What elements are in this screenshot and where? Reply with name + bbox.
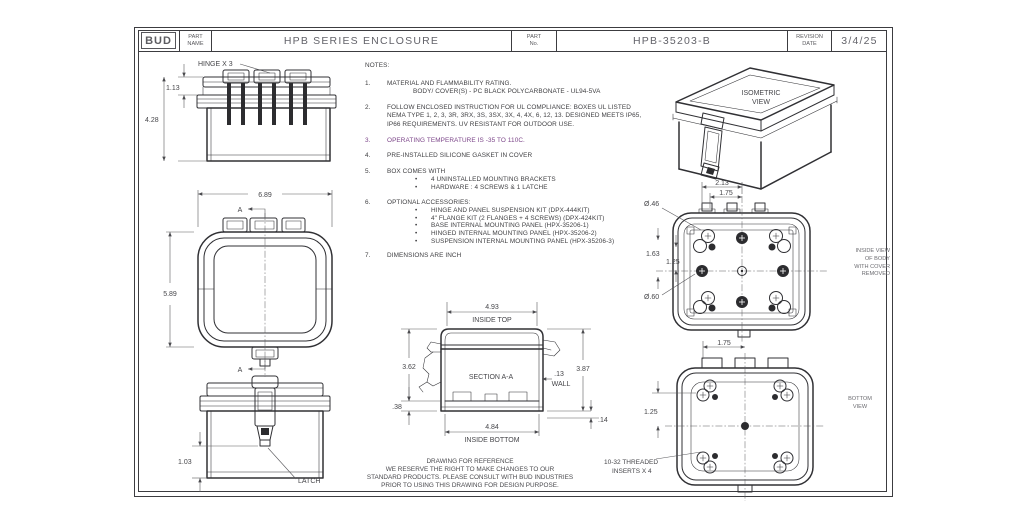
front-view: 1.03 LATCH	[178, 375, 331, 492]
plan-view-dimensions: 6.89 5.89	[163, 190, 333, 348]
dim-hole: Ø.60	[644, 294, 659, 301]
hinge-3	[284, 69, 312, 125]
isometric-view: ISOMETRIC VIEW	[672, 67, 838, 190]
section-body	[440, 328, 544, 412]
sheet-border-inner	[138, 30, 887, 492]
insert-label-line1: 10-32 THREADED	[604, 459, 658, 466]
dim-width: 6.89	[258, 192, 272, 199]
dim-right-depth: 3.87	[576, 366, 590, 373]
front-view-body	[199, 382, 331, 479]
dim-w2: 1.75	[719, 190, 733, 197]
note-6: 6. OPTIONAL ACCESSORIES: •HINGE AND PANE…	[365, 198, 615, 245]
hinge-1	[222, 69, 250, 125]
dim-latch: 1.03	[178, 459, 192, 466]
section-letter-top: A	[238, 207, 243, 214]
dim-bottom-h: 1.25	[644, 409, 658, 416]
wall-label: WALL	[552, 381, 571, 388]
back-view-dimensions: 1.13 4.28	[145, 64, 207, 162]
part-no-value: HPB-35203-B	[557, 30, 788, 51]
section-bracket	[542, 339, 561, 357]
inside-view-dimensions: 2.13 1.75 Ø.46 1.63 1.25 Ø.60	[644, 180, 743, 301]
hinge-2	[253, 69, 281, 125]
part-name-value: HPB SERIES ENCLOSURE	[212, 30, 512, 51]
plan-view: A A 6.89 5.89	[163, 190, 333, 377]
inside-top-label: INSIDE TOP	[472, 317, 512, 324]
dim-foot: .14	[598, 417, 608, 424]
note-2: 2. FOLLOW ENCLOSED INSTRUCTION FOR UL CO…	[365, 103, 642, 128]
bottom-view-dimensions: 1.75 1.25 10-32 THREADED INSERTS X 4	[604, 340, 745, 475]
dim-inside-top: 4.93	[485, 304, 499, 311]
section-latch	[418, 341, 442, 393]
revision-date-value: 3/4/25	[841, 34, 878, 47]
dim-base: .38	[392, 404, 402, 411]
dim-w1: 2.13	[715, 180, 729, 187]
isometric-label-line1: ISOMETRIC	[742, 90, 781, 97]
notes-heading: NOTES:	[365, 62, 390, 69]
dim-depth: 5.89	[163, 291, 177, 298]
bottom-view: 1.75 1.25 10-32 THREADED INSERTS X 4	[604, 340, 825, 501]
title-block: BUD PART NAME HPB SERIES ENCLOSURE PART …	[138, 30, 887, 52]
back-view-body	[196, 76, 337, 162]
mounting-bosses	[693, 229, 791, 314]
logo-cell: BUD	[138, 30, 180, 51]
bud-logo: BUD	[141, 32, 176, 49]
section-letter-bottom: A	[238, 367, 243, 374]
section-cut-line: A A	[238, 207, 266, 374]
isometric-label-line2: VIEW	[752, 99, 770, 106]
isometric-latch	[700, 112, 725, 180]
bud-logo-text: BUD	[145, 34, 172, 47]
note-3: 3. OPERATING TEMPERATURE IS -35 TO 110C.	[365, 136, 525, 144]
note-5: 5. BOX COMES WITH •4 UNINSTALLED MOUNTIN…	[365, 167, 556, 191]
hinge-label: HINGE X 3	[198, 61, 233, 68]
latch-label: LATCH	[298, 478, 320, 485]
front-view-dimensions: 1.03 LATCH	[178, 432, 320, 492]
sheet-border-outer	[134, 27, 893, 497]
bullet-icon: •	[415, 176, 418, 184]
dim-lid-height: 1.13	[166, 85, 180, 92]
isometric-body	[672, 67, 838, 190]
disclaimer: DRAWING FOR REFERENCE WE RESERVE THE RIG…	[366, 458, 574, 489]
inside-view: 2.13 1.75 Ø.46 1.63 1.25 Ø.60	[644, 180, 828, 343]
dim-h1: 1.63	[646, 251, 660, 258]
bullet-icon: •	[415, 207, 418, 215]
bottom-view-caption: BOTTOM VIEW	[848, 396, 872, 410]
latch	[251, 375, 279, 447]
bullet-icon: •	[415, 183, 418, 191]
hinge-leader-line	[239, 63, 271, 74]
note-4: 4. PRE-INSTALLED SILICONE GASKET IN COVE…	[365, 152, 533, 160]
note-7: 7. DIMENSIONS ARE INCH	[365, 252, 462, 260]
latch-leader-line	[267, 447, 297, 480]
dim-boss: Ø.46	[644, 201, 659, 208]
dim-total-height: 4.28	[145, 117, 159, 124]
notes-block: NOTES: 1. MATERIAL AND FLAMMABILITY RATI…	[365, 62, 657, 268]
dim-bottom-w: 1.75	[717, 340, 731, 347]
dim-wall: .13	[554, 371, 564, 378]
bullet-icon: •	[415, 229, 418, 237]
bullet-icon: •	[415, 237, 418, 245]
insert-label-line2: INSERTS X 4	[612, 468, 652, 475]
note-1: 1. MATERIAL AND FLAMMABILITY RATING. BOD…	[365, 79, 601, 96]
section-label: SECTION A-A	[469, 374, 514, 381]
threaded-inserts	[696, 379, 794, 474]
revision-date-label: REVISION DATE	[788, 30, 832, 51]
section-dimensions: 4.93 INSIDE TOP 3.62 .38 3.87 .14 .13 WA…	[392, 302, 608, 444]
dim-inside-bottom: 4.84	[485, 424, 499, 431]
inside-bottom-label: INSIDE BOTTOM	[464, 437, 519, 444]
back-view: HINGE X 3 1.13 4.	[145, 61, 337, 162]
dim-h2: 1.25	[666, 259, 680, 266]
bullet-icon: •	[415, 222, 418, 230]
part-name-label: PART NAME	[180, 30, 212, 51]
section-view: SECTION A-A 4.93 INSIDE TOP 3.62 .38 3.8…	[392, 302, 608, 444]
part-no-label: PART No.	[512, 30, 557, 51]
dim-left-depth: 3.62	[402, 364, 416, 371]
bullet-icon: •	[415, 214, 418, 222]
inside-view-body	[672, 202, 811, 338]
inside-view-caption: INSIDE VIEW OF BODY WITH COVER REMOVED	[854, 248, 890, 278]
